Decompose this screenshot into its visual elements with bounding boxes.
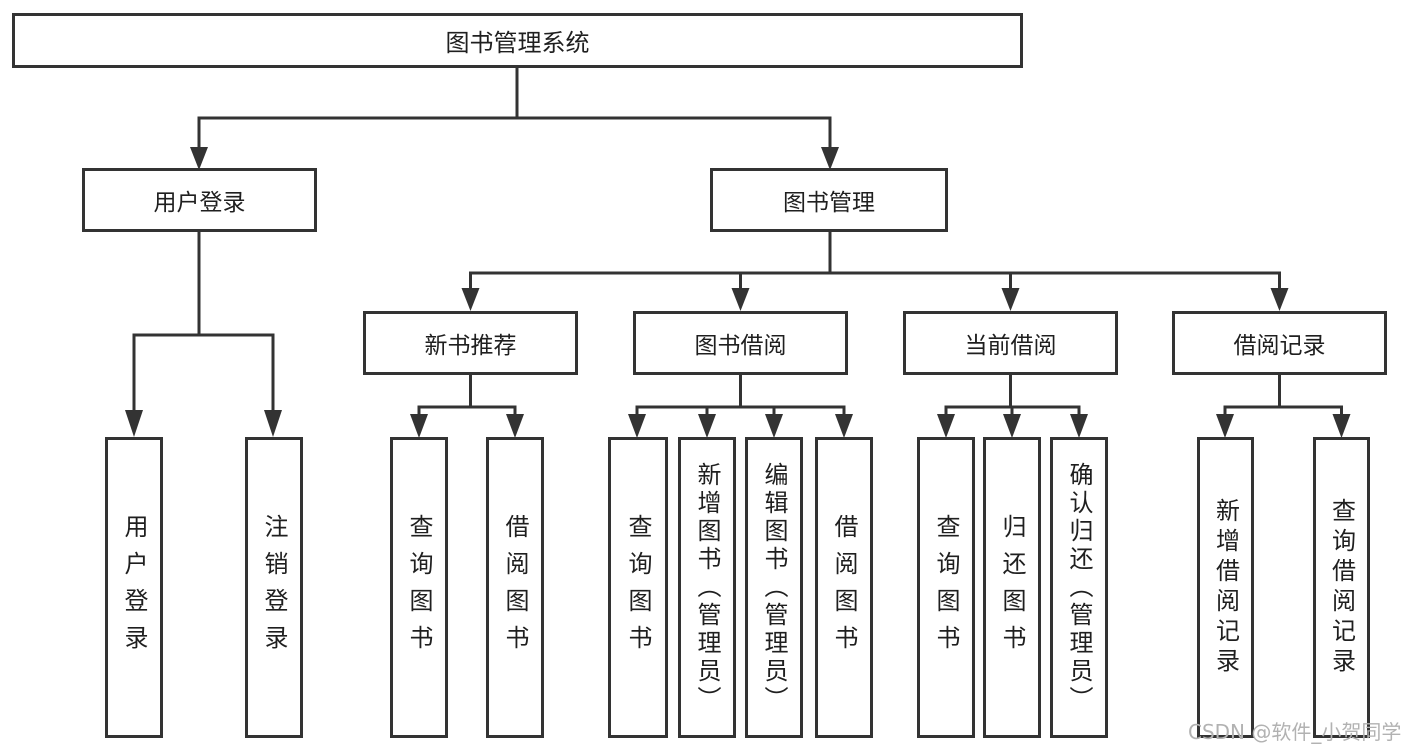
node-label: 新增借阅记录 <box>1211 497 1240 678</box>
node-label: 新书推荐 <box>424 333 517 359</box>
node-label: 查询借阅记录 <box>1327 497 1356 678</box>
node-label: 图书管理系统 <box>445 29 590 57</box>
node-label: 编辑图书（管理员） <box>760 461 788 714</box>
node-label: 注销登录 <box>260 513 288 662</box>
leaf-query-books-borrow: 查询图书 <box>608 437 668 738</box>
node-library-management-system: 图书管理系统 <box>12 13 1023 68</box>
node-label: 借阅图书 <box>501 513 529 662</box>
node-label: 查询图书 <box>405 513 433 662</box>
leaf-confirm-return-admin: 确认归还（管理员） <box>1050 437 1108 738</box>
node-label: 查询图书 <box>624 513 652 662</box>
node-user-login: 用户登录 <box>82 168 317 232</box>
leaf-add-book-admin: 新增图书（管理员） <box>678 437 736 738</box>
node-label: 查询图书 <box>932 513 960 662</box>
leaf-query-books-recommend: 查询图书 <box>390 437 448 738</box>
node-new-book-recommendation: 新书推荐 <box>363 311 578 375</box>
leaf-user-login: 用户登录 <box>105 437 163 738</box>
node-label: 确认归还（管理员） <box>1065 461 1093 714</box>
node-label: 新增图书（管理员） <box>693 461 721 714</box>
node-borrowing-records: 借阅记录 <box>1172 311 1387 375</box>
leaf-borrow-books: 借阅图书 <box>815 437 873 738</box>
leaf-borrow-books-recommend: 借阅图书 <box>486 437 544 738</box>
leaf-logout: 注销登录 <box>245 437 303 738</box>
node-label: 借阅记录 <box>1233 333 1326 359</box>
node-label: 用户登录 <box>120 513 148 662</box>
node-label: 图书借阅 <box>694 333 787 359</box>
leaf-return-books: 归还图书 <box>983 437 1041 738</box>
node-label: 图书管理 <box>783 190 875 216</box>
node-label: 用户登录 <box>153 190 246 216</box>
csdn-watermark: CSDN @软件_小贺同学 <box>1188 720 1402 744</box>
leaf-edit-book-admin: 编辑图书（管理员） <box>745 437 803 738</box>
node-label: 当前借阅 <box>964 333 1057 359</box>
leaf-query-books-current: 查询图书 <box>917 437 975 738</box>
node-book-borrowing: 图书借阅 <box>633 311 848 375</box>
leaf-add-borrow-record: 新增借阅记录 <box>1197 437 1254 738</box>
node-book-management: 图书管理 <box>710 168 948 232</box>
node-label: 归还图书 <box>998 513 1026 662</box>
node-label: 借阅图书 <box>830 513 858 662</box>
node-current-borrowing: 当前借阅 <box>903 311 1118 375</box>
leaf-query-borrow-record: 查询借阅记录 <box>1313 437 1370 738</box>
